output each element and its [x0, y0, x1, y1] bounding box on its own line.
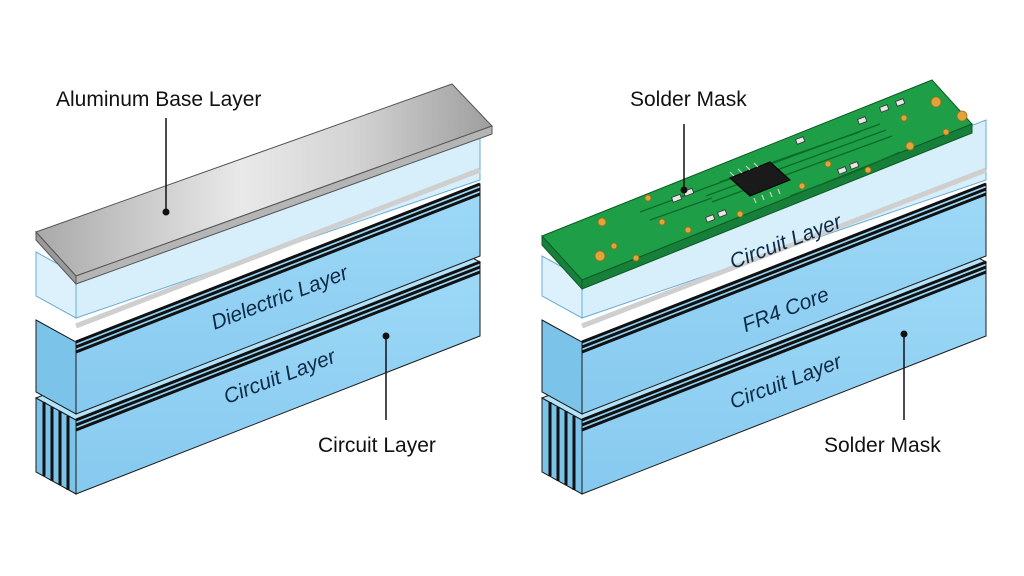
solder-mask-bottom-callout: Solder Mask: [824, 434, 941, 457]
solder-mask-bottom-dot: [900, 330, 908, 338]
ic-chip: [729, 161, 791, 204]
left-bottom-edge-stripes: [42, 402, 70, 490]
left-circuit-callout: Circuit Layer: [318, 434, 436, 457]
right-fr4-core-block: [541, 182, 987, 415]
pcb-traces: [639, 123, 901, 221]
smd-components: [671, 98, 906, 223]
solder-mask-top-dot: [680, 186, 688, 194]
aluminum-base-plate: [35, 83, 493, 286]
right-stack: Circuit Layer FR4 Core Circuit Layer Sol…: [540, 79, 988, 495]
solder-mask-top-callout: Solder Mask: [630, 88, 747, 111]
aluminum-base-callout: Aluminum Base Layer: [56, 88, 261, 111]
left-circuit-dot: [382, 332, 390, 340]
left-circuit-layer-block: [35, 182, 481, 415]
right-bottom-edge-stripes: [548, 402, 576, 490]
left-stack: Dielectric Layer Circuit Layer Aluminum …: [34, 83, 493, 495]
gold-pads: [594, 96, 968, 262]
aluminum-base-dot: [162, 208, 170, 216]
solder-mask-pcb: [541, 79, 973, 291]
